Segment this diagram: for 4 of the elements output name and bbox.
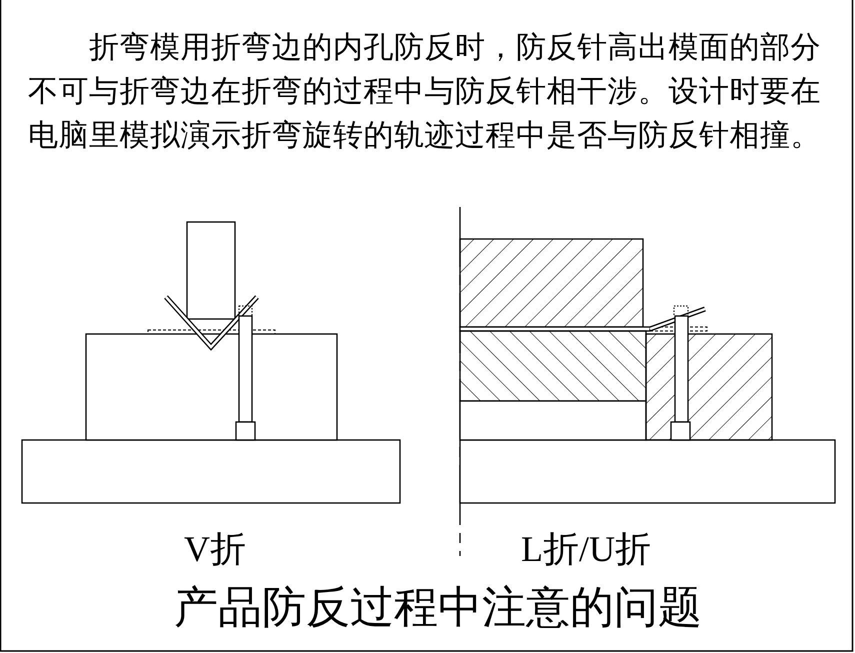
figure-label: L折/U折 (521, 528, 651, 571)
description-paragraph: 折弯模用折弯边的内孔防反时，防反针高出模面的部分不可与折弯边在折弯的过程中与防反针相干涉。设计时要在电脑里模拟演示折弯旋转的轨迹过程中是否与防反针相撞。 (28, 30, 822, 154)
figure-label: V折 (184, 528, 246, 571)
caption-text: 产品防反过程中注意的问题 (174, 582, 702, 634)
